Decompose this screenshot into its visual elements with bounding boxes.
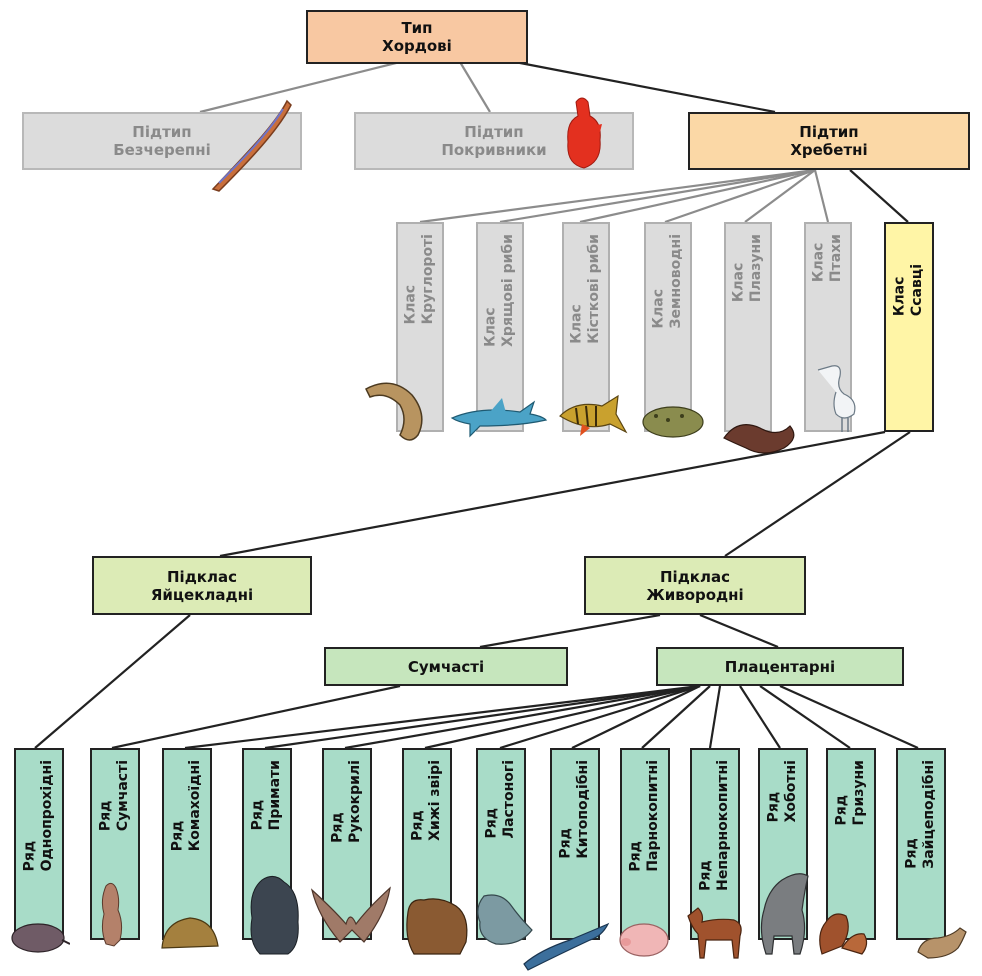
infraclass-placentals-box: Плацентарні xyxy=(656,647,904,686)
order-name: Однопрохідні xyxy=(39,760,55,872)
class-label: Клас xyxy=(730,262,747,303)
order-label: Ряд xyxy=(557,828,574,859)
order-label: Ряд xyxy=(249,799,266,831)
heron-illustration xyxy=(817,365,856,432)
horse-illustration xyxy=(687,907,742,959)
shark-illustration xyxy=(450,398,548,438)
order-label: Ряд xyxy=(627,841,644,872)
order-name: Примати xyxy=(267,760,283,831)
order-monotremes-box: Ряд Однопрохідні xyxy=(14,748,64,940)
class-label: Клас xyxy=(650,288,667,329)
subphylum-label: Підтип xyxy=(464,123,524,141)
order-label: Ряд xyxy=(483,807,500,839)
class-label: Клас xyxy=(402,284,419,325)
kangaroo-illustration xyxy=(101,882,123,947)
infraclass-marsupials-box: Сумчасті xyxy=(324,647,568,686)
class-name: Кісткові риби xyxy=(586,234,602,344)
perch-illustration xyxy=(559,394,628,436)
gorilla-illustration xyxy=(250,876,299,955)
lamprey-illustration xyxy=(365,382,423,441)
hedgehog-illustration xyxy=(161,917,219,949)
infraclass-name: Плацентарні xyxy=(724,657,836,676)
order-label: Ряд xyxy=(21,840,38,872)
pig-illustration xyxy=(619,923,669,957)
subphylum-label: Підтип xyxy=(132,123,192,141)
order-label: Ряд xyxy=(697,860,714,891)
seal-illustration xyxy=(477,894,533,945)
subclass-viviparous-box: Підклас Живородні xyxy=(584,556,806,615)
phylum-label: Тип xyxy=(401,19,433,37)
infraclass-name: Сумчасті xyxy=(407,657,485,676)
order-name: Рукокрилі xyxy=(347,760,363,843)
order-name: Китоподібні xyxy=(575,760,591,859)
class-name: Круглороті xyxy=(420,234,436,325)
subphylum-cephalochordates-box: Підтип Безчерепні xyxy=(22,112,302,170)
hare-illustration xyxy=(917,927,967,959)
order-label: Ряд xyxy=(903,838,920,869)
class-label: Клас xyxy=(810,242,827,283)
order-label: Ряд xyxy=(329,812,346,843)
tunicate-illustration xyxy=(567,97,602,169)
toad-illustration xyxy=(642,406,704,438)
order-label: Ряд xyxy=(169,820,186,852)
subphylum-name: Хребетні xyxy=(790,141,868,159)
subphylum-name: Безчерепні xyxy=(113,141,211,159)
order-rodents-box: Ряд Гризуни xyxy=(826,748,876,940)
order-lagomorphs-box: Ряд Зайцеподібні xyxy=(896,748,946,940)
class-label: Клас xyxy=(482,307,499,347)
order-name: Гризуни xyxy=(851,760,867,826)
bear-illustration xyxy=(406,898,468,955)
subphylum-label: Підтип xyxy=(799,123,859,141)
order-name: Зайцеподібні xyxy=(921,760,937,869)
class-reptiles-box: Клас Плазуни xyxy=(724,222,772,432)
squirrel-illustration xyxy=(819,913,868,955)
order-cetaceans-box: Ряд Китоподібні xyxy=(550,748,600,940)
bat-illustration xyxy=(310,886,391,943)
order-artiodactyls-box: Ряд Парнокопитні xyxy=(620,748,670,940)
class-amphibians-box: Клас Земноводні xyxy=(644,222,692,432)
subclass-monotremes-box: Підклас Яйцекладні xyxy=(92,556,312,615)
class-name: Ссавці xyxy=(909,264,925,317)
order-name: Сумчасті xyxy=(115,760,131,832)
class-cartilaginous-fish-box: Клас Хрящові риби xyxy=(476,222,524,432)
class-mammals-box: Клас Ссавці xyxy=(884,222,934,432)
class-label: Клас xyxy=(568,304,585,344)
subclass-name: Живородні xyxy=(646,585,744,604)
whale-illustration xyxy=(523,922,610,971)
order-name: Хоботні xyxy=(783,760,799,823)
class-bony-fish-box: Клас Кісткові риби xyxy=(562,222,610,432)
class-name: Хрящові риби xyxy=(500,234,516,347)
echidna-illustration xyxy=(11,923,70,953)
order-label: Ряд xyxy=(765,791,782,823)
order-name: Комахоїдні xyxy=(187,760,203,852)
order-name: Непарнокопитні xyxy=(715,760,731,891)
order-name: Хижі звірі xyxy=(427,760,443,841)
subphylum-vertebrates-box: Підтип Хребетні xyxy=(688,112,970,170)
class-name: Земноводні xyxy=(668,234,684,329)
class-label: Клас xyxy=(891,276,908,317)
class-name: Птахи xyxy=(828,234,844,283)
order-label: Ряд xyxy=(833,794,850,826)
lancelet-illustration xyxy=(211,99,292,192)
order-label: Ряд xyxy=(97,800,114,832)
subclass-label: Підклас xyxy=(660,567,730,586)
phylum-chordates-box: Тип Хордові xyxy=(306,10,528,64)
class-name: Плазуни xyxy=(748,234,764,303)
order-name: Парнокопитні xyxy=(645,760,661,872)
elephant-illustration xyxy=(760,873,809,955)
subclass-name: Яйцекладні xyxy=(150,585,254,604)
subclass-label: Підклас xyxy=(167,567,237,586)
subphylum-name: Покривники xyxy=(441,141,547,159)
snake-illustration xyxy=(723,424,795,454)
order-label: Ряд xyxy=(409,810,426,841)
order-insectivores-box: Ряд Комахоїдні xyxy=(162,748,212,940)
phylum-name: Хордові xyxy=(382,37,452,55)
order-name: Ластоногі xyxy=(501,760,517,839)
